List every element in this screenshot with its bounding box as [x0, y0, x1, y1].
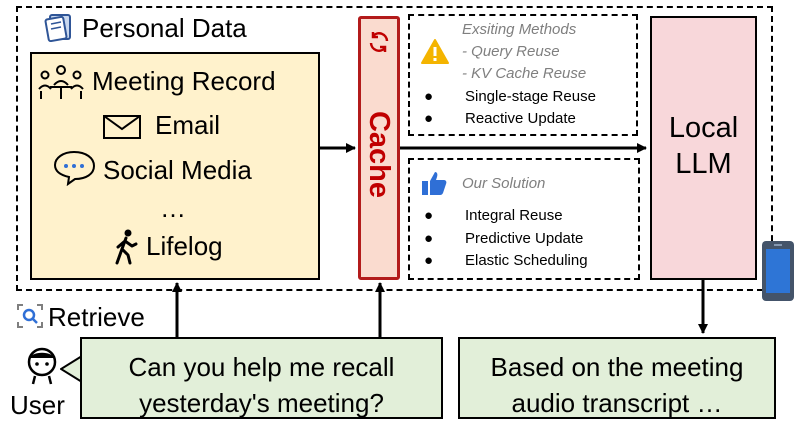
local-llm-label: Local LLM: [650, 110, 757, 182]
existing-methods-box: [408, 14, 638, 136]
answer-bubble: Based on the meeting audio transcript …: [458, 337, 776, 419]
question-line2: yesterday's meeting?: [139, 388, 384, 418]
user-label: User: [10, 390, 65, 420]
meeting-record-label: Meeting Record: [92, 66, 276, 96]
answer-text: Based on the meeting audio transcript …: [460, 349, 774, 421]
user-icon: [27, 347, 57, 385]
our-solution-title: Our Solution: [462, 175, 546, 192]
personal-data-title: Personal Data: [82, 13, 247, 43]
bullet: ●: [424, 207, 434, 224]
question-bubble-tail: [60, 355, 83, 383]
integral-reuse-label: Integral Reuse: [465, 207, 563, 224]
existing-methods-title: Exsiting Methods: [462, 21, 577, 38]
device-boundary: [16, 6, 773, 291]
retrieve-label: Retrieve: [48, 302, 145, 332]
elastic-scheduling-label: Elastic Scheduling: [465, 252, 588, 269]
cache-box: [358, 16, 400, 280]
meeting-icon: [38, 65, 84, 99]
answer-line1: Based on the meeting: [490, 352, 744, 382]
chat-icon: [53, 150, 96, 186]
kv-cache-reuse-subitem: - KV Cache Reuse: [462, 65, 587, 82]
query-reuse-subitem: - Query Reuse: [462, 43, 560, 60]
email-icon: [103, 115, 141, 139]
social-media-label: Social Media: [103, 155, 252, 185]
bullet: ●: [424, 230, 434, 247]
notebook-icon: [44, 14, 71, 42]
local-llm-box: [650, 16, 757, 280]
bullet: ●: [424, 110, 434, 127]
reactive-update-label: Reactive Update: [465, 110, 576, 127]
our-solution-box: [408, 158, 640, 280]
answer-line2: audio transcript …: [511, 388, 723, 418]
local-llm-line1: Local: [668, 112, 739, 144]
warning-icon: [421, 39, 449, 64]
lifelog-label: Lifelog: [146, 231, 223, 261]
personal-data-box: [30, 52, 320, 280]
question-text: Can you help me recall yesterday's meeti…: [82, 349, 441, 421]
refresh-icon: [369, 32, 389, 52]
predictive-update-label: Predictive Update: [465, 230, 584, 247]
bullet: ●: [424, 252, 434, 269]
search-icon: [17, 304, 43, 328]
email-label: Email: [155, 110, 221, 140]
single-stage-reuse-label: Single-stage Reuse: [465, 88, 596, 105]
phone-icon: [762, 241, 794, 301]
walking-icon: [115, 229, 138, 265]
thumbs-up-icon: [422, 172, 447, 195]
question-line1: Can you help me recall: [128, 352, 395, 382]
local-llm-line2: LLM: [675, 148, 732, 180]
ellipsis-label: …: [160, 193, 186, 223]
question-bubble: Can you help me recall yesterday's meeti…: [80, 337, 443, 419]
bullet: ●: [424, 88, 434, 105]
